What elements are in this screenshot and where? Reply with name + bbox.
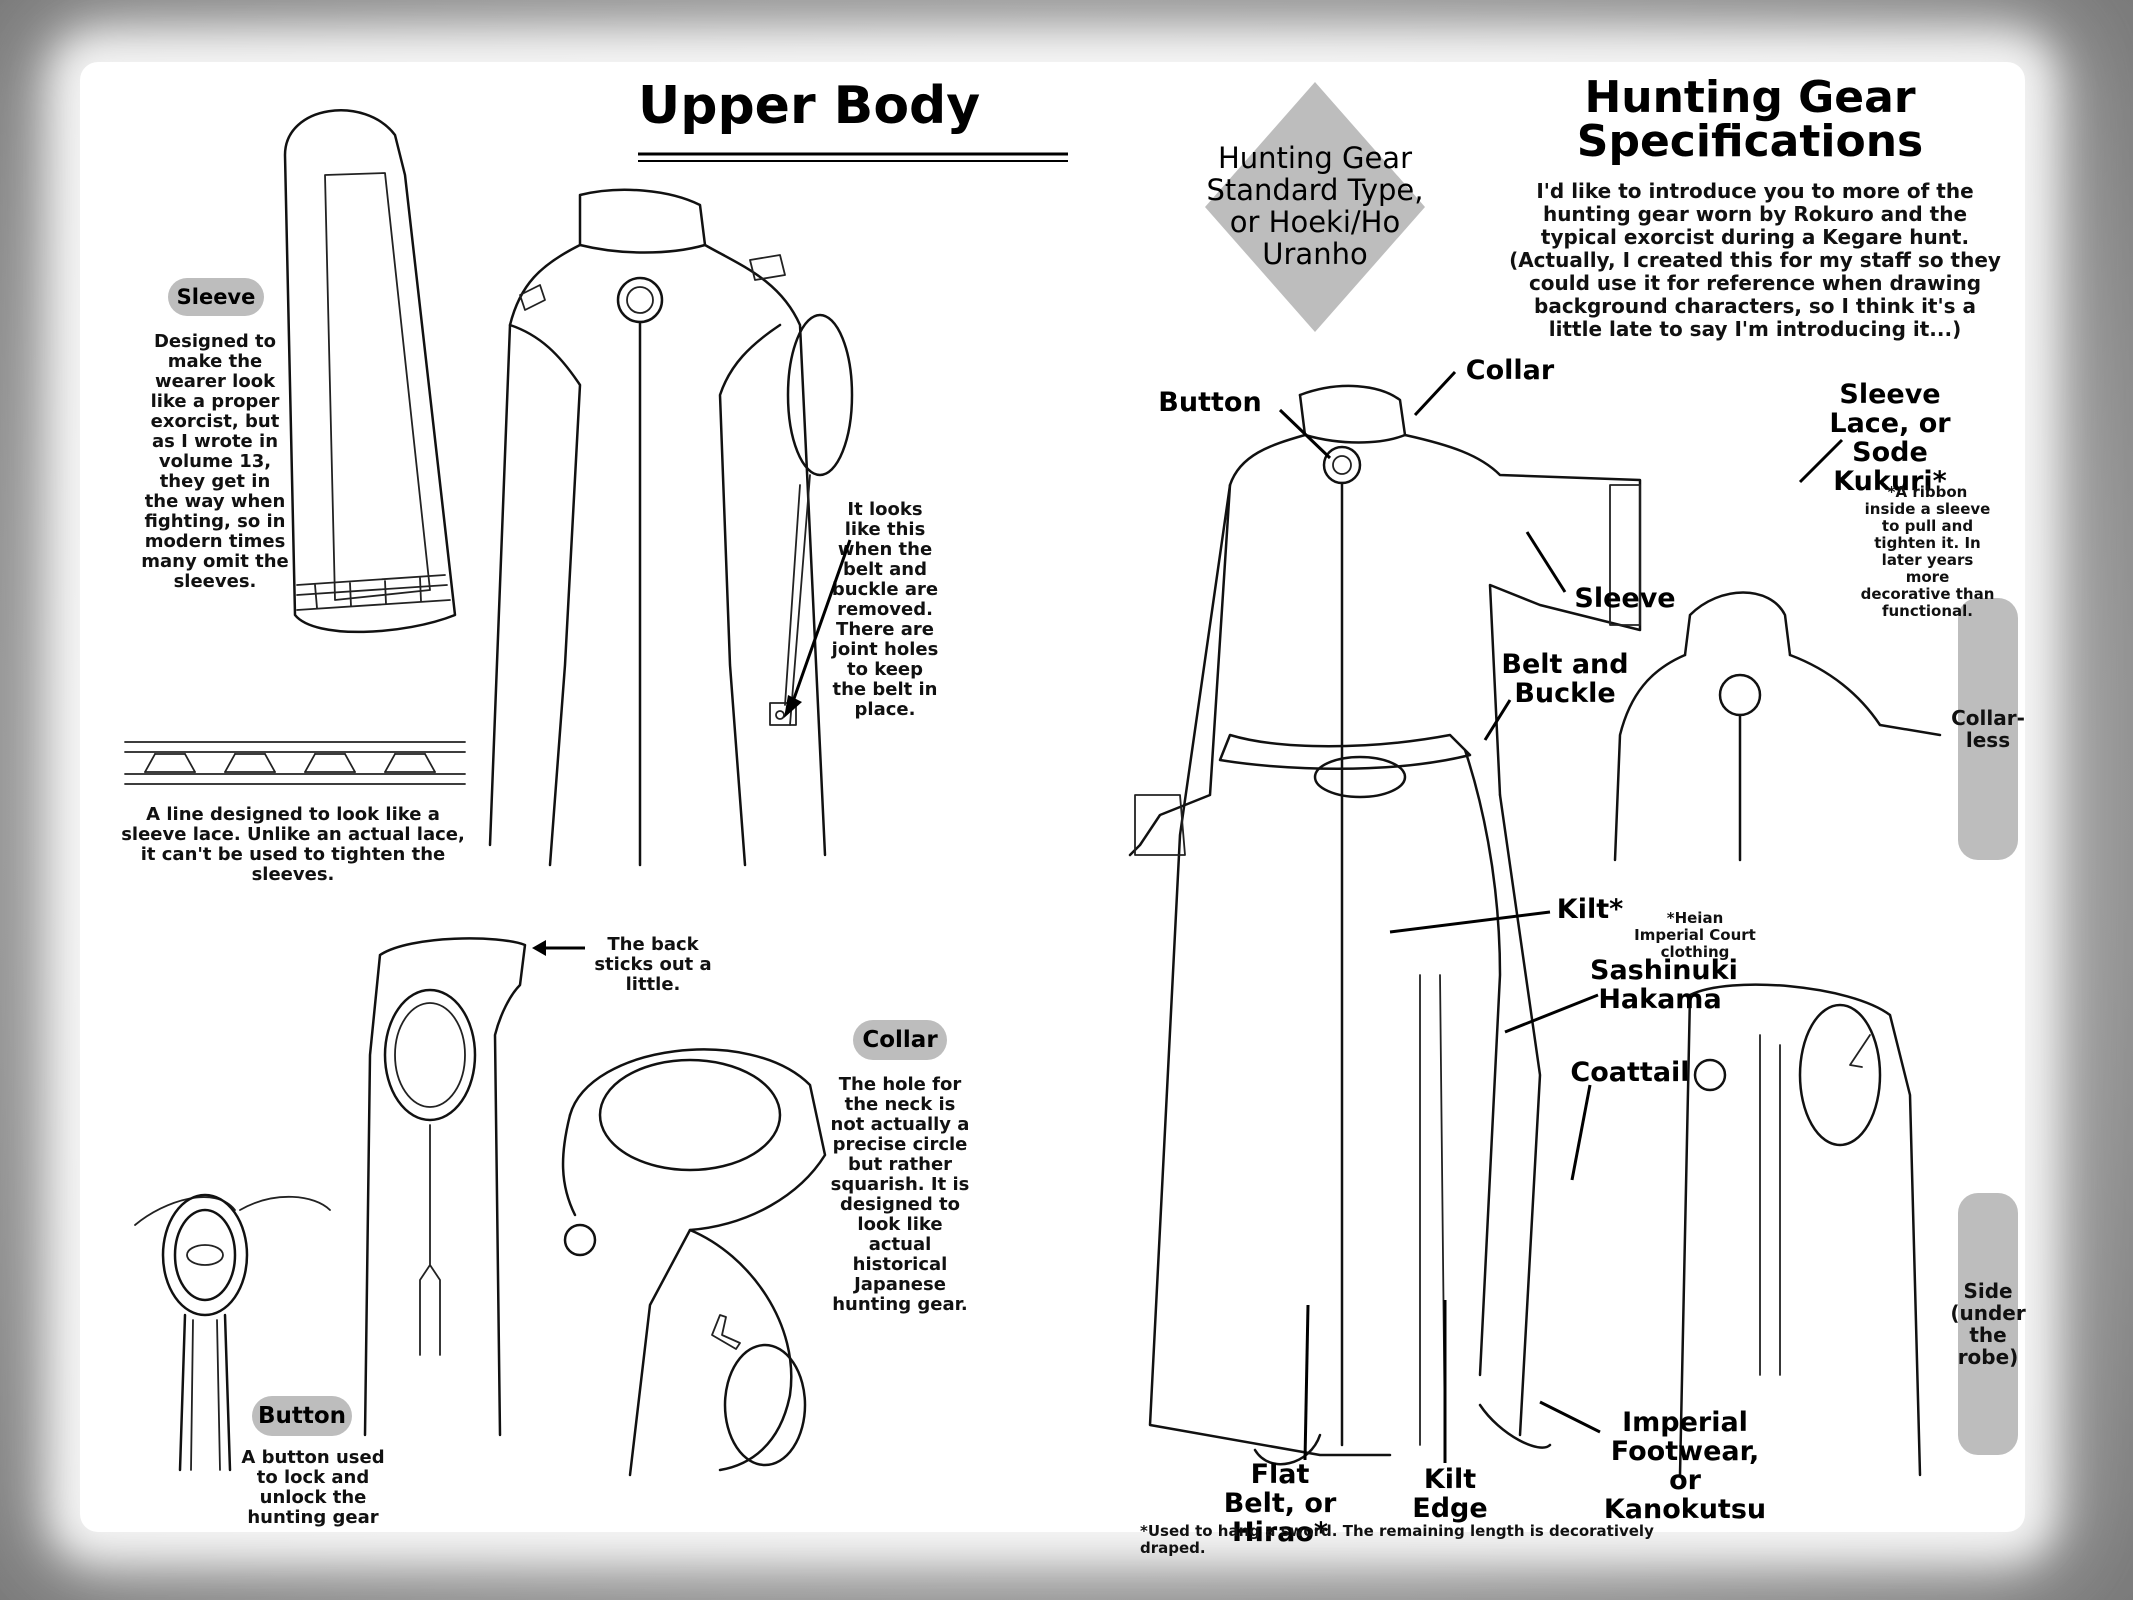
sleeve-lace-line-note: A line designed to look like a sleeve la… (121, 804, 465, 885)
label-kilt-edge: Kilt Edge (1412, 1464, 1488, 1524)
upper-body-illustration (488, 188, 854, 867)
label-coattail: Coattail (1570, 1057, 1690, 1088)
tab-side[interactable]: Side (under the robe) (1950, 1193, 2026, 1455)
label-kilt: Kilt* (1556, 894, 1624, 925)
sleeve-lace-line-illustration (124, 741, 466, 785)
specs-title-line2: Specifications (1576, 116, 1924, 167)
collar-tag: Collar (853, 1020, 947, 1060)
back-view-illustration (363, 937, 527, 1437)
back-sticks-out-note: The back sticks out a little. (594, 934, 712, 995)
label-button: Button (1158, 387, 1262, 418)
pointer-coattail (1570, 1084, 1592, 1181)
label-sashinuki: Sashinuki Hakama (1590, 955, 1738, 1015)
button-description: A button used to lock and unlock the hun… (241, 1447, 385, 1528)
back-note-arrow (532, 940, 585, 956)
kilt-footnote: *Heian Imperial Court clothing (1634, 909, 1756, 961)
pointer-belt (1483, 699, 1512, 741)
flat-belt-footnote: *Used to hang a sword. The remaining len… (1140, 1522, 1654, 1557)
belt-removed-note: It looks like this when the belt and buc… (831, 499, 939, 720)
button-tag: Button (252, 1396, 352, 1436)
collar-closeup-illustration (561, 1048, 827, 1477)
label-collar: Collar (1465, 355, 1555, 386)
sleeve-lace-footnote: *A ribbon inside a sleeve to pull and ti… (1860, 483, 1995, 620)
collarless-illustration (1613, 591, 1942, 862)
side-view-illustration (1678, 983, 1922, 1477)
sleeve-illustration (283, 109, 457, 634)
label-sleeve-lace: Sleeve Lace, or Sode Kukuri* (1829, 379, 1951, 497)
label-footwear: Imperial Footwear, or Kanokutsu (1603, 1407, 1767, 1525)
collar-description: The hole for the neck is not actually a … (830, 1074, 970, 1315)
label-flat-belt: Flat Belt, or Hirao* (1223, 1459, 1337, 1548)
pointer-sleeve (1525, 531, 1567, 593)
full-robe-illustration (1128, 384, 1642, 1466)
specs-title-line1: Hunting Gear (1584, 72, 1916, 123)
pointer-sleeve-lace (1798, 438, 1844, 484)
sleeve-description: Designed to make the wearer look like a … (141, 331, 289, 592)
pointer-sashinuki (1504, 993, 1599, 1034)
pointer-flat-belt (1303, 1304, 1310, 1461)
pointer-button (1278, 408, 1332, 460)
diamond-text: Hunting Gear Standard Type, or Hoeki/Ho … (1206, 141, 1424, 271)
upper-body-title: Upper Body (638, 76, 981, 136)
label-belt-buckle: Belt and Buckle (1501, 649, 1629, 709)
diamond-badge: Hunting Gear Standard Type, or Hoeki/Ho … (1205, 82, 1425, 332)
label-sleeve: Sleeve (1574, 583, 1676, 614)
tab-collarless[interactable]: Collar- less (1951, 598, 2025, 860)
title-underline (638, 152, 1068, 162)
pointer-footwear (1539, 1400, 1601, 1434)
pointer-collar (1413, 370, 1457, 417)
button-illustration (134, 1193, 331, 1472)
sleeve-tag: Sleeve (168, 278, 264, 316)
paper-sheet (80, 62, 2025, 1532)
belt-note-arrow (784, 539, 852, 718)
pointer-kilt (1389, 910, 1551, 934)
diamond-shape (1205, 82, 1425, 332)
intro-paragraph: I'd like to introduce you to more of the… (1509, 179, 2001, 341)
